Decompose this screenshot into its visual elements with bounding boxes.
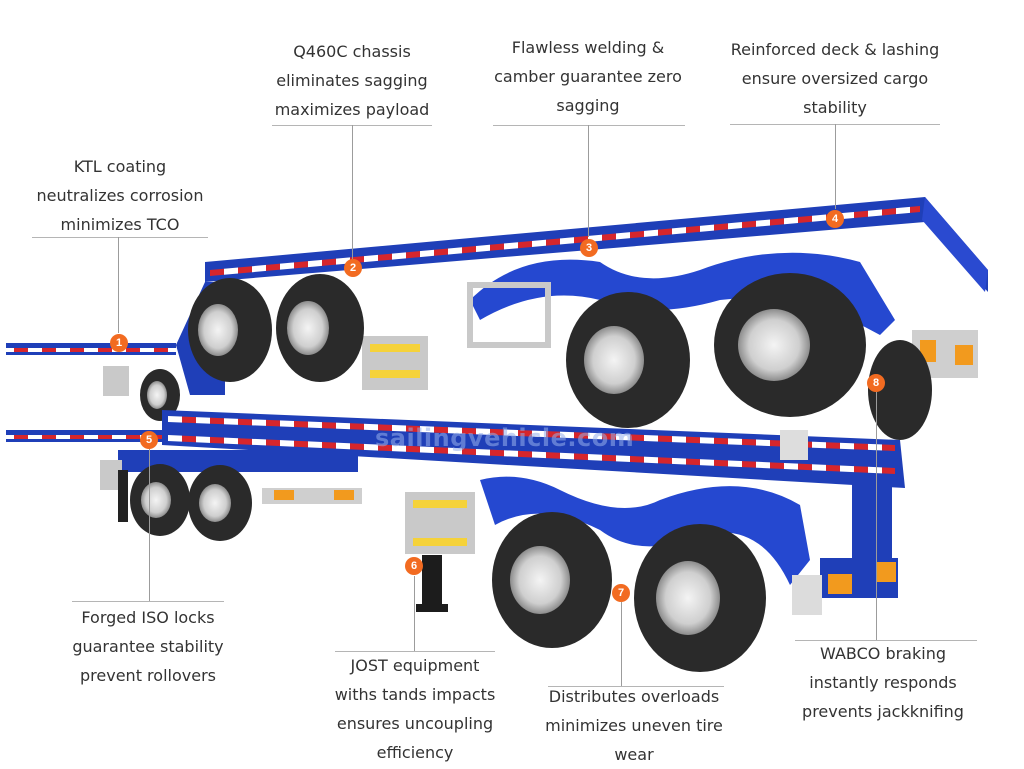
marker-5: 5 [140,431,158,449]
callout-ktl-coating: KTL coating neutralizes corrosion minimi… [20,152,220,239]
callout-line: Flawless welding & [511,38,665,57]
callout-welding-camber: Flawless welding & camber guarantee zero… [478,33,698,120]
leader-5 [149,448,150,601]
callout-line: wear [614,745,654,764]
marker-8: 8 [867,374,885,392]
callout-line: KTL coating [73,157,167,176]
callout-line: prevents jackknifing [802,702,964,721]
callout-line: efficiency [376,743,454,762]
callout-line: Distributes overloads [548,687,720,706]
marker-2: 2 [344,259,362,277]
leader-2 [352,125,353,259]
marker-4: 4 [826,210,844,228]
callout-line: stability [803,98,867,117]
leader-1 [118,237,119,333]
leader-8 [876,392,877,640]
callout-line: Reinforced deck & lashing [730,40,940,59]
leader-3 [588,125,589,237]
callout-line: ensures uncoupling [336,714,494,733]
rule-7 [548,686,724,687]
callout-reinforced-deck: Reinforced deck & lashing ensure oversiz… [718,35,952,122]
leader-6 [414,576,415,651]
callout-wabco-braking: WABCO braking instantly responds prevent… [780,639,986,726]
callout-line: eliminates sagging [276,71,428,90]
watermark: sailingvehicle.com [375,424,635,452]
callout-line: ensure oversized cargo [741,69,929,88]
callout-q460c-chassis: Q460C chassis eliminates sagging maximiz… [252,37,452,124]
callout-line: minimizes uneven tire [545,716,723,735]
leader-7 [621,602,622,686]
callout-line: withs tands impacts [334,685,496,704]
rule-3 [493,125,685,126]
callout-line: sagging [556,96,620,115]
rule-6 [335,651,495,652]
marker-1: 1 [110,334,128,352]
callout-line: WABCO braking [820,644,946,663]
rule-1 [32,237,208,238]
lower-trailer [6,410,905,672]
leader-4 [835,124,836,209]
callout-distributes-overloads: Distributes overloads minimizes uneven t… [528,682,740,769]
callout-line: instantly responds [809,673,957,692]
marker-6: 6 [405,557,423,575]
callout-line: minimizes TCO [60,215,180,234]
rule-5 [72,601,224,602]
callout-line: neutralizes corrosion [36,186,204,205]
marker-7: 7 [612,584,630,602]
callout-jost-equipment: JOST equipment withs tands impacts ensur… [315,651,515,767]
callout-line: Forged ISO locks [81,608,215,627]
callout-line: prevent rollovers [80,666,216,685]
rule-8 [795,640,977,641]
callout-iso-locks: Forged ISO locks guarantee stability pre… [48,603,248,690]
marker-3: 3 [580,239,598,257]
callout-line: maximizes payload [274,100,430,119]
callout-line: guarantee stability [72,637,224,656]
callout-line: Q460C chassis [293,42,411,61]
callout-line: JOST equipment [350,656,480,675]
callout-line: camber guarantee zero [494,67,682,86]
